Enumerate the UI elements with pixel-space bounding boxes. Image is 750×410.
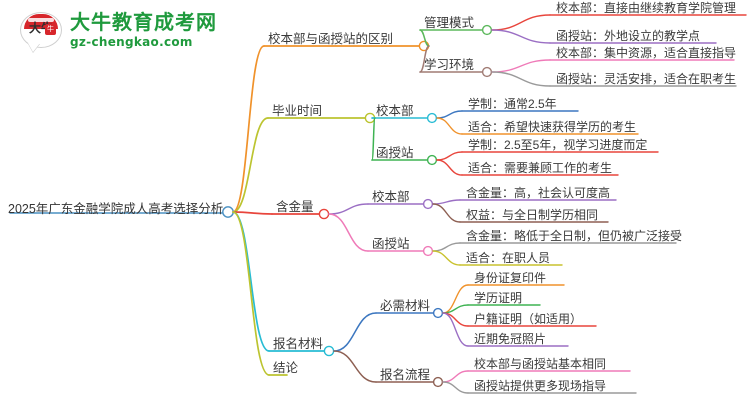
leaf-label-2-1-1[interactable]: 学制：通常2.5年 bbox=[468, 97, 557, 111]
leaf-label-1-2-2[interactable]: 函授站：灵活安排，适合在职考生 bbox=[556, 72, 737, 86]
root-node-label[interactable]: 2025年广东金融学院成人高考选择分析 bbox=[8, 202, 224, 216]
speech-bubble-tail bbox=[28, 43, 40, 52]
sub-branch-label-3-2[interactable]: 函授站 bbox=[372, 237, 410, 251]
sub-branch-label-1-1[interactable]: 管理模式 bbox=[424, 16, 475, 30]
sub-branch-label-4-2[interactable]: 报名流程 bbox=[380, 368, 431, 382]
branch-label-1[interactable]: 校本部与函授站的区别 bbox=[268, 32, 394, 46]
leaf-label-4-1-1[interactable]: 身份证复印件 bbox=[474, 271, 547, 285]
sub-branch-label-3-1[interactable]: 校本部 bbox=[372, 190, 410, 204]
logo-badge: 牛 bbox=[45, 24, 56, 35]
leaf-label-4-2-1[interactable]: 校本部与函授站基本相同 bbox=[474, 357, 607, 371]
logo-subtitle: gz-chengkao.com bbox=[70, 35, 193, 49]
logo-title: 大牛教育成考网 bbox=[70, 10, 217, 34]
leaf-label-3-1-1[interactable]: 含金量：高，社会认可度高 bbox=[466, 186, 611, 200]
leaf-label-3-2-2[interactable]: 适合：在职人员 bbox=[466, 251, 551, 265]
branch-label-2[interactable]: 毕业时间 bbox=[272, 104, 323, 118]
leaf-label-1-1-1[interactable]: 校本部：直接由继续教育学院管理 bbox=[556, 1, 737, 15]
cap-stripe bbox=[28, 18, 54, 22]
leaf-label-2-2-1[interactable]: 学制：2.5至5年，视学习进度而定 bbox=[468, 138, 648, 152]
branch-label-5[interactable]: 结论 bbox=[273, 361, 299, 375]
site-logo[interactable]: 大牛 牛 大牛教育成考网 gz-chengkao.com bbox=[18, 8, 248, 56]
sub-branch-label-4-1[interactable]: 必需材料 bbox=[380, 299, 431, 313]
sub-branch-label-1-2[interactable]: 学习环境 bbox=[424, 58, 475, 72]
leaf-label-4-1-3[interactable]: 户籍证明（如适用） bbox=[474, 312, 583, 326]
leaf-label-2-2-2[interactable]: 适合：需要兼顾工作的考生 bbox=[468, 161, 613, 175]
leaf-label-4-1-4[interactable]: 近期免冠照片 bbox=[474, 332, 547, 346]
leaf-label-4-2-2[interactable]: 函授站提供更多现场指导 bbox=[474, 379, 607, 393]
branch-label-3[interactable]: 含金量 bbox=[276, 200, 314, 214]
leaf-label-2-1-2[interactable]: 适合：希望快速获得学历的考生 bbox=[468, 120, 637, 134]
branch-label-4[interactable]: 报名材料 bbox=[273, 337, 324, 351]
leaf-label-4-1-2[interactable]: 学历证明 bbox=[474, 291, 523, 305]
leaf-label-1-2-1[interactable]: 校本部：集中资源，适合直接指导 bbox=[556, 46, 737, 60]
logo-mark-icon: 大牛 牛 bbox=[18, 10, 64, 54]
sub-branch-label-2-2[interactable]: 函授站 bbox=[376, 146, 414, 160]
logo-wordmark: 大牛教育成考网 gz-chengkao.com bbox=[70, 10, 250, 50]
sub-branch-label-2-1[interactable]: 校本部 bbox=[376, 104, 414, 118]
leaf-label-1-1-2[interactable]: 函授站：外地设立的教学点 bbox=[556, 29, 701, 43]
leaf-label-3-2-1[interactable]: 含金量：略低于全日制，但仍被广泛接受 bbox=[466, 229, 683, 243]
leaf-label-3-1-2[interactable]: 权益：与全日制学历相同 bbox=[466, 208, 599, 222]
